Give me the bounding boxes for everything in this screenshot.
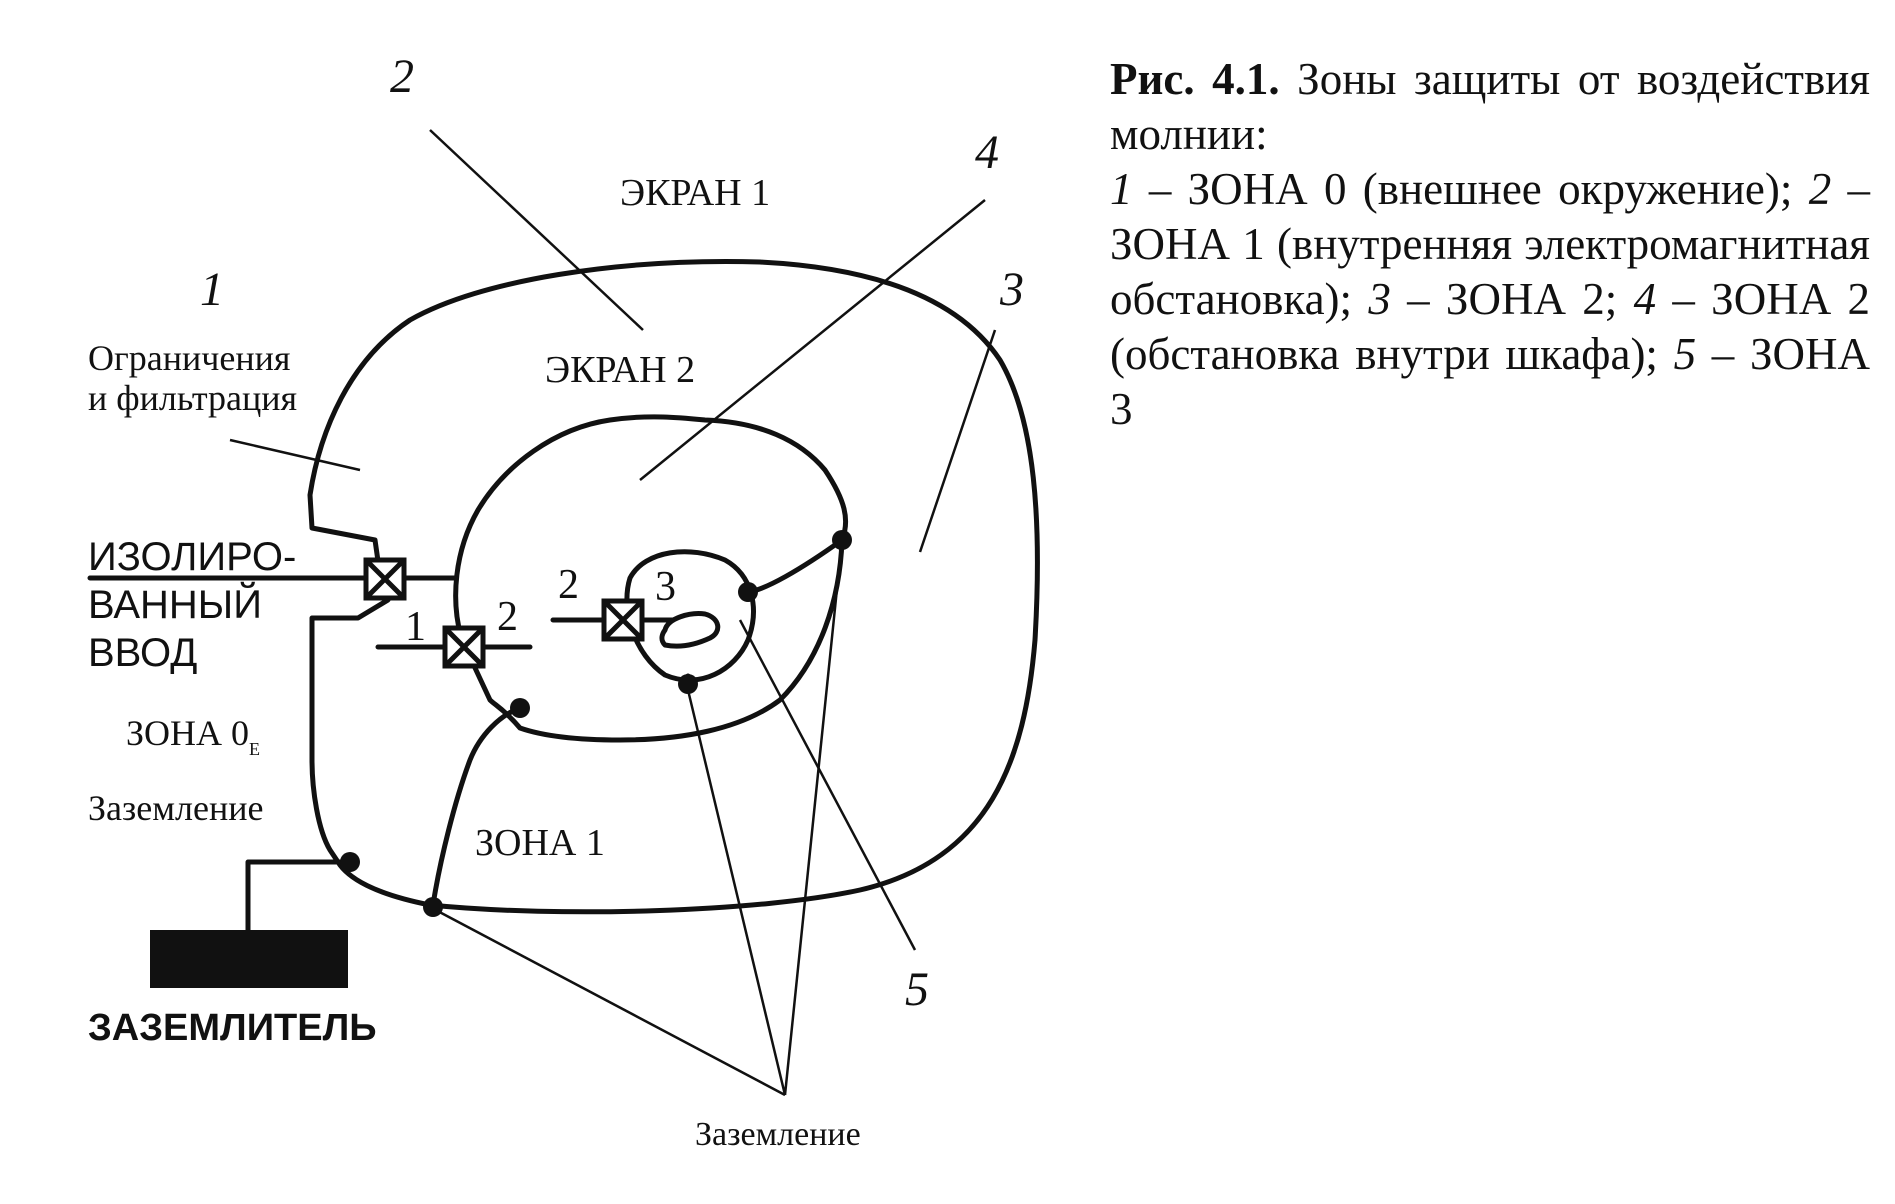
label-screen-1: ЭКРАН 1 bbox=[620, 172, 770, 214]
ground-electrode bbox=[150, 930, 348, 988]
filter-box-1-icon bbox=[363, 557, 407, 601]
caption-item-5-text: – ЗОНА 3 bbox=[1110, 329, 1870, 434]
caption-title: Рис. 4.1. bbox=[1110, 54, 1280, 104]
caption-item-4-text: – ЗОНА 2 (обстановка внутри шкафа); bbox=[1110, 274, 1870, 379]
ground-wire bbox=[245, 859, 353, 933]
label-zone-0e-main: ЗОНА 0 bbox=[126, 713, 249, 753]
zone-3-boundary bbox=[624, 549, 756, 683]
node-zone3-bottom bbox=[678, 674, 698, 694]
leader-3 bbox=[918, 329, 997, 553]
zone-1-boundary bbox=[430, 705, 523, 908]
label-port-3: 3 bbox=[655, 564, 676, 610]
leader-1 bbox=[229, 438, 361, 472]
label-num-3: 3 bbox=[999, 263, 1024, 316]
leader-5 bbox=[738, 619, 917, 951]
label-num-4: 4 bbox=[975, 126, 999, 179]
label-port-2-inner: 2 bbox=[497, 594, 518, 640]
label-isolated-line3: ВВОД bbox=[88, 631, 197, 675]
caption-item-3-text: – ЗОНА 2; bbox=[1390, 274, 1634, 324]
caption-title-rest: Зоны защиты от воздействия молнии: bbox=[1110, 54, 1871, 159]
screen-2-boundary bbox=[453, 414, 849, 743]
label-port-1: 1 bbox=[405, 604, 426, 650]
caption-item-4-num: 4 bbox=[1633, 274, 1657, 324]
leader-4 bbox=[639, 199, 986, 481]
label-screen-2: ЭКРАН 2 bbox=[545, 349, 695, 391]
caption-item-5-num: 5 bbox=[1673, 329, 1697, 379]
leader-ground-b bbox=[686, 689, 787, 1096]
caption-items: 1 – ЗОНА 0 (внешнее окружение); 2 – ЗОНА… bbox=[1110, 162, 1870, 437]
filter-box-3-icon bbox=[601, 598, 645, 642]
caption-heading: Рис. 4.1. Зоны защиты от воздействия мол… bbox=[1110, 52, 1870, 162]
leader-2 bbox=[429, 129, 644, 331]
caption-item-2-text: – ЗОНА 1 (внутренняя электромагнитная об… bbox=[1110, 164, 1871, 324]
leader-ground-a bbox=[429, 905, 786, 1097]
inner-wiring bbox=[745, 537, 845, 595]
node-screen2-bottom bbox=[510, 698, 530, 718]
label-limits-line1: Ограничения bbox=[88, 338, 290, 378]
label-num-2: 2 bbox=[390, 50, 414, 103]
screen-1-boundary bbox=[307, 259, 1040, 915]
caption-item-2-num: 2 bbox=[1808, 164, 1832, 214]
node-zone3-right bbox=[738, 582, 758, 602]
node-ground bbox=[340, 852, 360, 872]
figure-caption: Рис. 4.1. Зоны защиты от воздействия мол… bbox=[1110, 52, 1870, 437]
filter-box-2-icon bbox=[442, 625, 486, 669]
label-zone-0e: ЗОНА 0E bbox=[126, 713, 260, 759]
label-isolated-line2: ВАННЫЙ bbox=[88, 581, 262, 627]
label-ground-electrode: ЗАЗЕМЛИТЕЛЬ bbox=[88, 1007, 377, 1049]
caption-item-3-num: 3 bbox=[1368, 274, 1391, 324]
label-isolated-line1: ИЗОЛИРО- bbox=[88, 535, 296, 579]
caption-item-1-text: – ЗОНА 0 (внешнее окружение); bbox=[1132, 164, 1809, 214]
label-num-5: 5 bbox=[905, 963, 929, 1016]
label-zone-1: ЗОНА 1 bbox=[475, 822, 605, 864]
label-grounding-left: Заземление bbox=[88, 788, 263, 828]
node-screen2-right bbox=[832, 530, 852, 550]
caption-item-1-num: 1 bbox=[1110, 164, 1133, 214]
leader-ground-c bbox=[783, 539, 844, 1096]
node-zone1-bottom bbox=[423, 897, 443, 917]
label-zone-0e-sub: E bbox=[249, 739, 260, 759]
label-port-2: 2 bbox=[558, 562, 579, 608]
label-grounding-bottom: Заземление bbox=[695, 1116, 861, 1153]
zone-5-boundary bbox=[659, 611, 721, 649]
label-limits-line2: и фильтрация bbox=[88, 378, 297, 418]
label-num-1: 1 bbox=[200, 263, 224, 316]
